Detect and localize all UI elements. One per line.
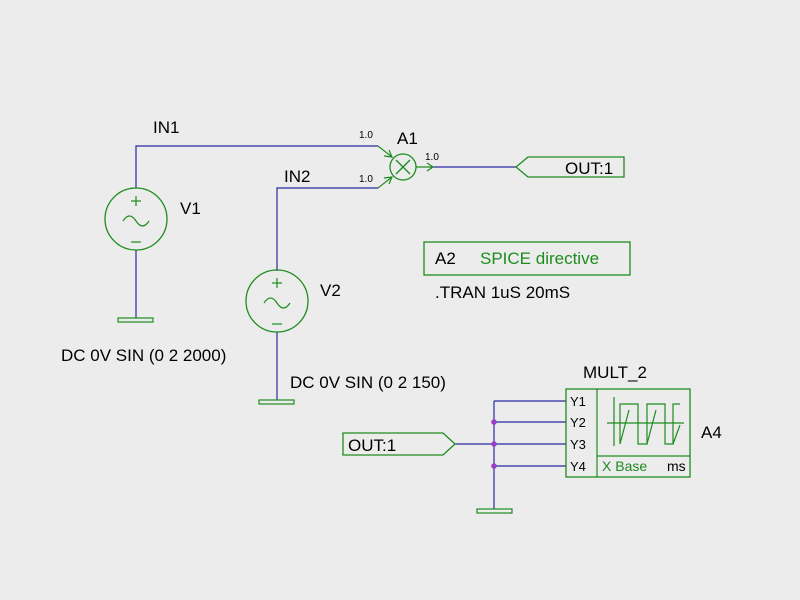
input-port-label[interactable]: OUT:1	[348, 436, 396, 455]
source-v1-spec[interactable]: DC 0V SIN (0 2 2000)	[61, 346, 226, 365]
scope-xbase-label[interactable]: X Base	[602, 458, 647, 474]
sine-source-icon	[245, 269, 309, 333]
output-port-label[interactable]: OUT:1	[565, 159, 613, 178]
wave-trace	[619, 403, 680, 445]
net-label-in1[interactable]: IN1	[153, 118, 179, 137]
scope-body	[565, 388, 691, 478]
ground-symbols	[117, 317, 513, 514]
multiplier-input-arrows	[377, 145, 435, 189]
source-v2-name[interactable]: V2	[320, 281, 341, 300]
source-v1-name[interactable]: V1	[180, 199, 201, 218]
scope-xbase: X Base ms	[602, 458, 686, 474]
sine-wave-icon	[263, 297, 291, 309]
directive-command[interactable]: .TRAN 1uS 20mS	[435, 283, 570, 302]
scope-mult2[interactable]	[565, 388, 691, 478]
ground-v2-icon[interactable]	[258, 399, 295, 405]
source-v2-symbols	[263, 278, 291, 325]
directive-title[interactable]: SPICE directive	[480, 249, 599, 268]
spice-directive[interactable]	[423, 241, 631, 276]
scope-title[interactable]: MULT_2	[583, 363, 647, 382]
scope-xbase-unit: ms	[667, 458, 686, 474]
multiplier-name[interactable]: A1	[397, 129, 418, 148]
arrow-in2-head-icon	[383, 176, 393, 185]
gain-in2: 1.0	[359, 174, 373, 185]
square-wave-icon	[607, 397, 684, 446]
output-port[interactable]	[514, 156, 625, 178]
wire-in2[interactable]	[276, 187, 378, 271]
net-label-in2[interactable]: IN2	[284, 167, 310, 186]
sine-wave-icon	[122, 215, 150, 227]
source-v1[interactable]	[104, 187, 168, 251]
scope-channel-y1[interactable]: Y1	[570, 394, 586, 409]
scope-ref[interactable]: A4	[701, 423, 722, 442]
junctions	[491, 419, 497, 469]
junction-dot	[491, 441, 497, 447]
ground-scope-icon[interactable]	[476, 508, 513, 514]
arrow-out-head-icon	[426, 162, 435, 172]
port-icon	[342, 432, 456, 456]
wires	[135, 145, 566, 509]
arrow-in1-head-icon	[383, 149, 393, 158]
gain-in1: 1.0	[359, 130, 373, 141]
port-icon	[514, 156, 625, 178]
gain-labels: 1.0 1.0 1.0	[359, 130, 439, 185]
junction-dot	[491, 463, 497, 469]
labels: IN1 IN2 V1 V2 DC 0V SIN (0 2 2000) DC 0V…	[61, 118, 722, 455]
wave-trace	[672, 424, 681, 445]
scope-channel-labels: Y1 Y2 Y3 Y4	[570, 394, 586, 474]
multiplier-circle-icon	[389, 153, 417, 181]
junction-dot	[491, 419, 497, 425]
source-v2-spec[interactable]: DC 0V SIN (0 2 150)	[290, 373, 446, 392]
ground-v1-icon[interactable]	[117, 317, 154, 323]
multiplier-x-icon	[395, 159, 411, 175]
wave-trace	[619, 409, 630, 445]
wave-trace	[646, 409, 657, 445]
sine-source-icon	[104, 187, 168, 251]
directive-title-group: SPICE directive	[480, 249, 599, 268]
gain-out: 1.0	[425, 152, 439, 163]
scope-channel-y3[interactable]: Y3	[570, 437, 586, 452]
scope-channel-y4[interactable]: Y4	[570, 459, 586, 474]
directive-box	[423, 241, 631, 276]
arrow-in2-icon	[377, 176, 393, 189]
scope-channel-y2[interactable]: Y2	[570, 415, 586, 430]
multiplier-a1[interactable]	[377, 145, 435, 189]
input-port[interactable]	[342, 432, 456, 456]
x-stroke	[395, 159, 411, 175]
source-v2[interactable]	[245, 269, 309, 333]
directive-ref: A2	[435, 249, 456, 268]
source-v1-symbols	[122, 196, 150, 243]
arrow-in1-icon	[377, 145, 393, 158]
wire-in1[interactable]	[135, 145, 378, 188]
